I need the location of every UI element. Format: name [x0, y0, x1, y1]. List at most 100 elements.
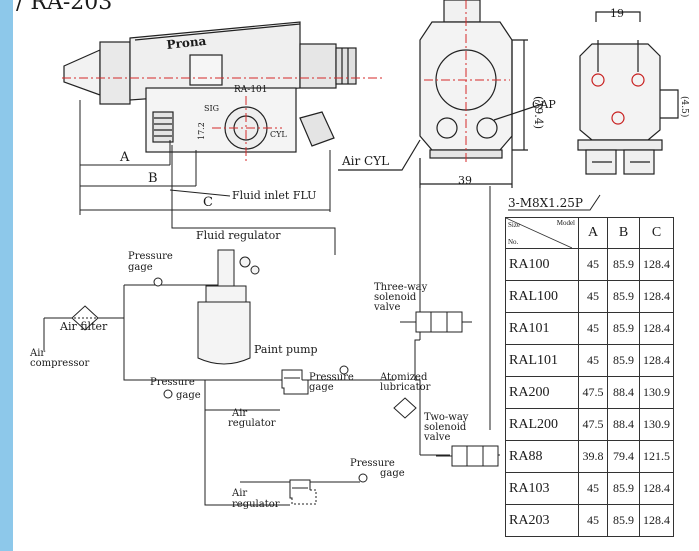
three-way-valve-symbol — [400, 311, 472, 333]
gun-sig-label: SIG — [204, 104, 219, 113]
pressure-label-1: Pressure — [128, 251, 173, 262]
two-way-valve-symbol — [436, 445, 499, 467]
atomized-label-1: Atomized — [379, 372, 428, 383]
gage-label-4: gage — [380, 468, 405, 479]
pressure-gage-4 — [358, 473, 368, 483]
a-cell: 47.5 — [578, 376, 608, 409]
a-cell: 47.5 — [578, 408, 608, 441]
dim-45-label: (4.5) — [679, 96, 690, 117]
thread-label: 3-M8X1.25P — [508, 196, 583, 210]
b-cell: 88.4 — [607, 376, 640, 409]
paint-pump-symbol — [197, 249, 260, 365]
corner-model-label: Model — [556, 219, 575, 227]
air-cyl-label: Air CYL — [341, 154, 389, 168]
pressure-gage-3 — [339, 365, 349, 375]
model-cell: RA100 — [505, 248, 579, 281]
table-corner-cell: Size Model No. — [505, 217, 579, 249]
thread-leader — [508, 194, 601, 211]
b-cell: 85.9 — [607, 312, 640, 345]
gun-cyl-label: CYL — [270, 130, 287, 139]
dim-79-label: (79.4) — [532, 96, 545, 129]
piping-lines — [43, 145, 500, 506]
dimension-lines — [79, 100, 331, 215]
gun-model-plate: RA-101 — [234, 85, 268, 95]
lubricator-symbol — [393, 397, 417, 419]
a-cell: 45 — [578, 280, 608, 313]
fluid-regulator-label: Fluid regulator — [196, 229, 281, 242]
model-cell: RA88 — [505, 440, 579, 473]
pressure-label-3: Pressure — [309, 372, 354, 383]
model-cell: RA101 — [505, 312, 579, 345]
b-cell: 85.9 — [607, 248, 640, 281]
paint-pump-label: Paint pump — [254, 343, 318, 356]
c-cell: 128.4 — [639, 472, 674, 505]
page-title: / RA-203 — [16, 0, 112, 15]
air-regulator-label-1: Air — [231, 408, 247, 419]
a-cell: 39.8 — [578, 440, 608, 473]
b-cell: 85.9 — [607, 504, 640, 537]
c-cell: 128.4 — [639, 248, 674, 281]
a-cell: 45 — [578, 312, 608, 345]
mount-holes — [591, 40, 645, 125]
c-cell: 128.4 — [639, 280, 674, 313]
two-way-label-2: solenoid — [424, 422, 467, 433]
fluid-inlet-label: Fluid inlet FLU — [232, 189, 316, 202]
c-cell: 130.9 — [639, 376, 674, 409]
air-compressor-label-2: compressor — [30, 358, 89, 369]
pressure-label-4: Pressure — [350, 458, 395, 469]
dim-c-label: C — [203, 195, 213, 210]
b-cell: 79.4 — [607, 440, 640, 473]
a-cell: 45 — [578, 344, 608, 377]
two-way-label-1: Two-way — [424, 412, 469, 423]
left-accent-bar — [0, 0, 13, 551]
cap-label: CAP — [532, 98, 556, 111]
dim-b-label: B — [148, 171, 158, 186]
air-regulator-2-symbol — [289, 479, 317, 505]
b-cell: 85.9 — [607, 472, 640, 505]
model-cell: RAL101 — [505, 344, 579, 377]
table-header-c: C — [639, 217, 674, 249]
air-regulator-label-4: regulator — [232, 499, 280, 510]
spray-gun-drawing — [63, 21, 357, 153]
gage-label-1: gage — [128, 262, 153, 273]
air-filter-label: Air filter — [59, 320, 108, 333]
dim-39-label: 39 — [458, 174, 472, 187]
model-cell: RAL100 — [505, 280, 579, 313]
model-cell: RA103 — [505, 472, 579, 505]
b-cell: 85.9 — [607, 344, 640, 377]
gage-label-3: gage — [309, 382, 334, 393]
b-cell: 88.4 — [607, 408, 640, 441]
c-cell: 130.9 — [639, 408, 674, 441]
b-cell: 85.9 — [607, 280, 640, 313]
air-regulator-label-3: Air — [231, 488, 247, 499]
corner-diagonal — [506, 218, 572, 248]
three-way-label-2: solenoid — [374, 292, 417, 303]
dim-19-label: 19 — [610, 7, 624, 20]
mount-block-view — [577, 11, 679, 175]
a-cell: 45 — [578, 504, 608, 537]
air-regulator-1-symbol — [281, 369, 309, 395]
two-way-label-3: valve — [423, 432, 450, 443]
model-cell: RAL200 — [505, 408, 579, 441]
gage-label-2: gage — [176, 390, 201, 401]
c-cell: 121.5 — [639, 440, 674, 473]
air-filter-symbol — [71, 305, 99, 331]
a-cell: 45 — [578, 248, 608, 281]
gun-centerlines — [62, 77, 382, 162]
a-cell: 45 — [578, 472, 608, 505]
table-header-row: Size Model No. A B C — [505, 217, 674, 249]
corner-size-label: Size — [508, 221, 521, 229]
air-regulator-label-2: regulator — [228, 418, 276, 429]
pressure-label-2: Pressure — [150, 377, 195, 388]
dim-a-label: A — [119, 150, 130, 165]
